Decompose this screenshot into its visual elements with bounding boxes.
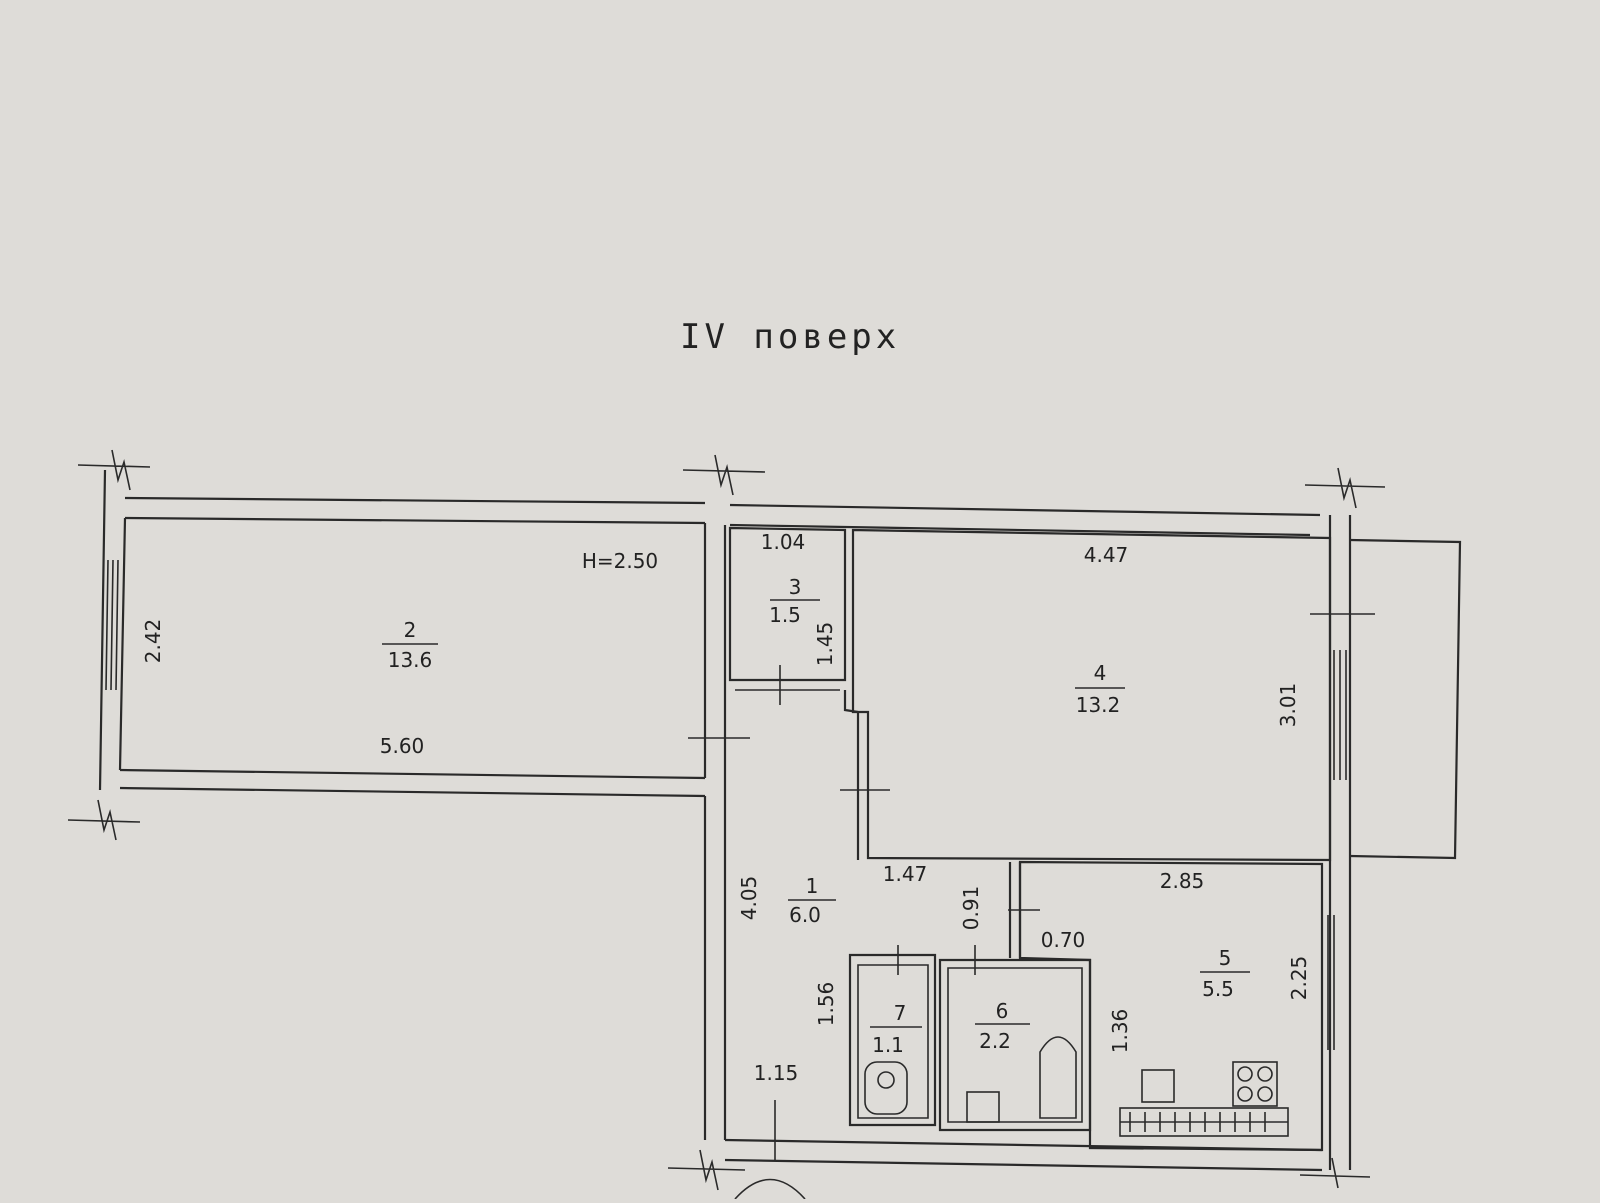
room5-walls bbox=[1018, 860, 1324, 1152]
kitchen-sink-icon bbox=[1141, 1069, 1175, 1103]
room2-area: 13.6 bbox=[388, 648, 433, 672]
bottom-wall bbox=[724, 1138, 1323, 1172]
break-mark-bl bbox=[67, 799, 141, 841]
top-wall-left bbox=[124, 496, 706, 525]
dim-r7-height: 1.56 bbox=[814, 982, 838, 1027]
break-mark-tl bbox=[77, 449, 151, 491]
room2-number: 2 bbox=[404, 618, 417, 642]
room5-area: 5.5 bbox=[1202, 977, 1234, 1001]
room3-walls bbox=[728, 526, 847, 682]
room7-walls bbox=[848, 953, 937, 1127]
dimension-labels: H=2.50 2.42 5.60 1.04 1.45 4.47 3.01 4.0… bbox=[141, 530, 1311, 1085]
stair-arc bbox=[734, 1178, 806, 1200]
dim-r3-width: 1.04 bbox=[761, 530, 806, 554]
room4-area: 13.2 bbox=[1076, 693, 1121, 717]
break-mark-tr bbox=[1304, 467, 1386, 509]
corridor-step bbox=[843, 690, 860, 860]
dim-r2-width: 5.60 bbox=[380, 734, 425, 758]
room7-number: 7 bbox=[894, 1001, 907, 1025]
counter-grid bbox=[1120, 1112, 1288, 1132]
room6-area: 2.2 bbox=[979, 1029, 1011, 1053]
sink-icon bbox=[966, 1091, 1000, 1123]
room7-area: 1.1 bbox=[872, 1033, 904, 1057]
dim-passage-091: 0.91 bbox=[959, 886, 983, 931]
dim-r2-height: 2.42 bbox=[141, 619, 165, 664]
room7-inner bbox=[857, 964, 929, 1119]
room6-inner bbox=[947, 967, 1083, 1123]
window-left bbox=[105, 559, 119, 691]
room2-bottom-wall bbox=[119, 768, 706, 798]
dim-r6-height: 1.36 bbox=[1108, 1009, 1132, 1054]
dim-r4-width: 4.47 bbox=[1084, 543, 1129, 567]
window-right-top bbox=[1333, 650, 1347, 780]
room1-number: 1 bbox=[806, 874, 819, 898]
top-wall-right bbox=[729, 503, 1321, 537]
bathtub-icon bbox=[1039, 1036, 1077, 1119]
dim-r4-height: 3.01 bbox=[1276, 683, 1300, 728]
room6-number: 6 bbox=[996, 999, 1009, 1023]
dim-r5-height: 2.25 bbox=[1287, 956, 1311, 1001]
room1-area: 6.0 bbox=[789, 903, 821, 927]
stove-icon bbox=[1232, 1061, 1278, 1107]
dim-r1-height: 4.05 bbox=[737, 876, 761, 921]
left-wall bbox=[98, 469, 127, 791]
floor-title: IV поверх bbox=[680, 317, 900, 357]
fixtures bbox=[734, 1036, 1289, 1200]
door-marks bbox=[688, 665, 1040, 1160]
right-wall bbox=[1328, 515, 1352, 1170]
room3-area: 1.5 bbox=[769, 603, 801, 627]
break-mark-br bbox=[1299, 1157, 1371, 1189]
partition-2-1 bbox=[703, 523, 727, 1140]
window-right-bottom bbox=[1321, 915, 1335, 1050]
dim-r1-bottom: 1.15 bbox=[754, 1061, 799, 1085]
walls bbox=[67, 449, 1462, 1191]
break-mark-bm bbox=[667, 1149, 746, 1191]
dim-corridor-width: 1.47 bbox=[883, 862, 928, 886]
height-note: H=2.50 bbox=[582, 549, 658, 573]
dim-passage-070: 0.70 bbox=[1041, 928, 1086, 952]
room4-number: 4 bbox=[1094, 661, 1107, 685]
toilet-bowl-icon bbox=[877, 1071, 895, 1089]
room6-walls bbox=[938, 958, 1092, 1132]
room3-number: 3 bbox=[789, 575, 802, 599]
room-labels: 2 13.6 3 1.5 4 13.2 1 6.0 5 5.5 6 2.2 7 … bbox=[382, 575, 1250, 1057]
break-mark-tm bbox=[682, 454, 766, 496]
room5-number: 5 bbox=[1219, 946, 1232, 970]
toilet-icon bbox=[864, 1061, 908, 1115]
balcony-outline bbox=[1349, 538, 1462, 860]
dim-r5-width: 2.85 bbox=[1160, 869, 1205, 893]
dim-r3-height: 1.45 bbox=[813, 622, 837, 667]
